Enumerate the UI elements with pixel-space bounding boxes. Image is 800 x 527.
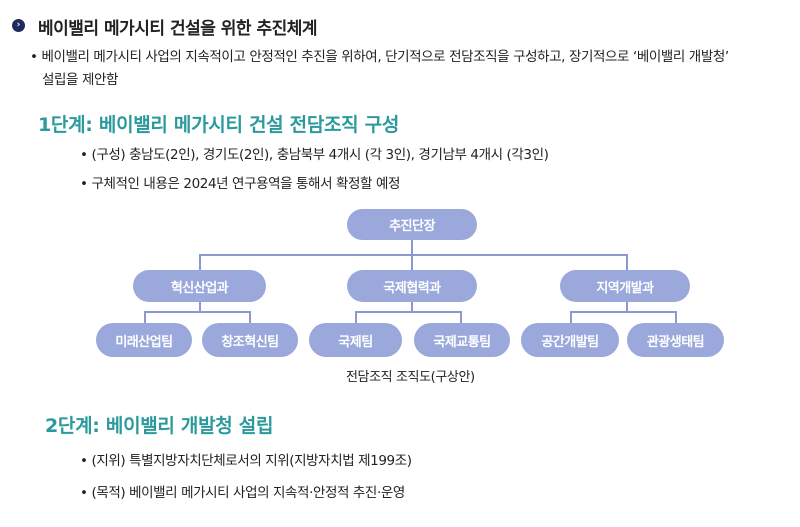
org-node-team: 공간개발팀 <box>521 323 619 357</box>
section-marker-icon: › <box>12 19 25 32</box>
org-node-team: 국제교통팀 <box>414 323 510 357</box>
org-node-team: 창조혁신팀 <box>202 323 298 357</box>
org-node-head: 추진단장 <box>347 209 477 240</box>
org-node-team: 관광생태팀 <box>627 323 724 357</box>
org-node-division: 국제협력과 <box>347 270 477 302</box>
section-title: 베이밸리 메가시티 건설을 위한 추진체계 <box>38 19 318 39</box>
stage1-bullet: • 구체적인 내용은 2024년 연구용역을 통해서 확정할 예정 <box>80 176 400 192</box>
org-node-division: 혁신산업과 <box>133 270 266 302</box>
stage1-heading: 1단계: 베이밸리 메가시티 건설 전담조직 구성 <box>38 114 400 136</box>
stage2-bullet: • (지위) 특별지방자치단체로서의 지위(지방자치법 제199조) <box>80 453 412 469</box>
intro-line-1: • 베이밸리 메가시티 사업의 지속적이고 안정적인 추진을 위하여, 단기적으… <box>30 49 729 65</box>
org-node-division: 지역개발과 <box>560 270 690 302</box>
org-node-team: 미래산업팀 <box>96 323 192 357</box>
stage1-bullet: • (구성) 충남도(2인), 경기도(2인), 충남북부 4개시 (각 3인)… <box>80 147 549 163</box>
stage2-bullet: • (목적) 베이밸리 메가시티 사업의 지속적·안정적 추진·운영 <box>80 485 405 501</box>
org-chart-caption: 전담조직 조직도(구상안) <box>346 370 475 385</box>
intro-line-2: 설립을 제안함 <box>42 72 119 88</box>
org-node-team: 국제팀 <box>309 323 402 357</box>
stage2-heading: 2단계: 베이밸리 개발청 설립 <box>45 415 274 437</box>
